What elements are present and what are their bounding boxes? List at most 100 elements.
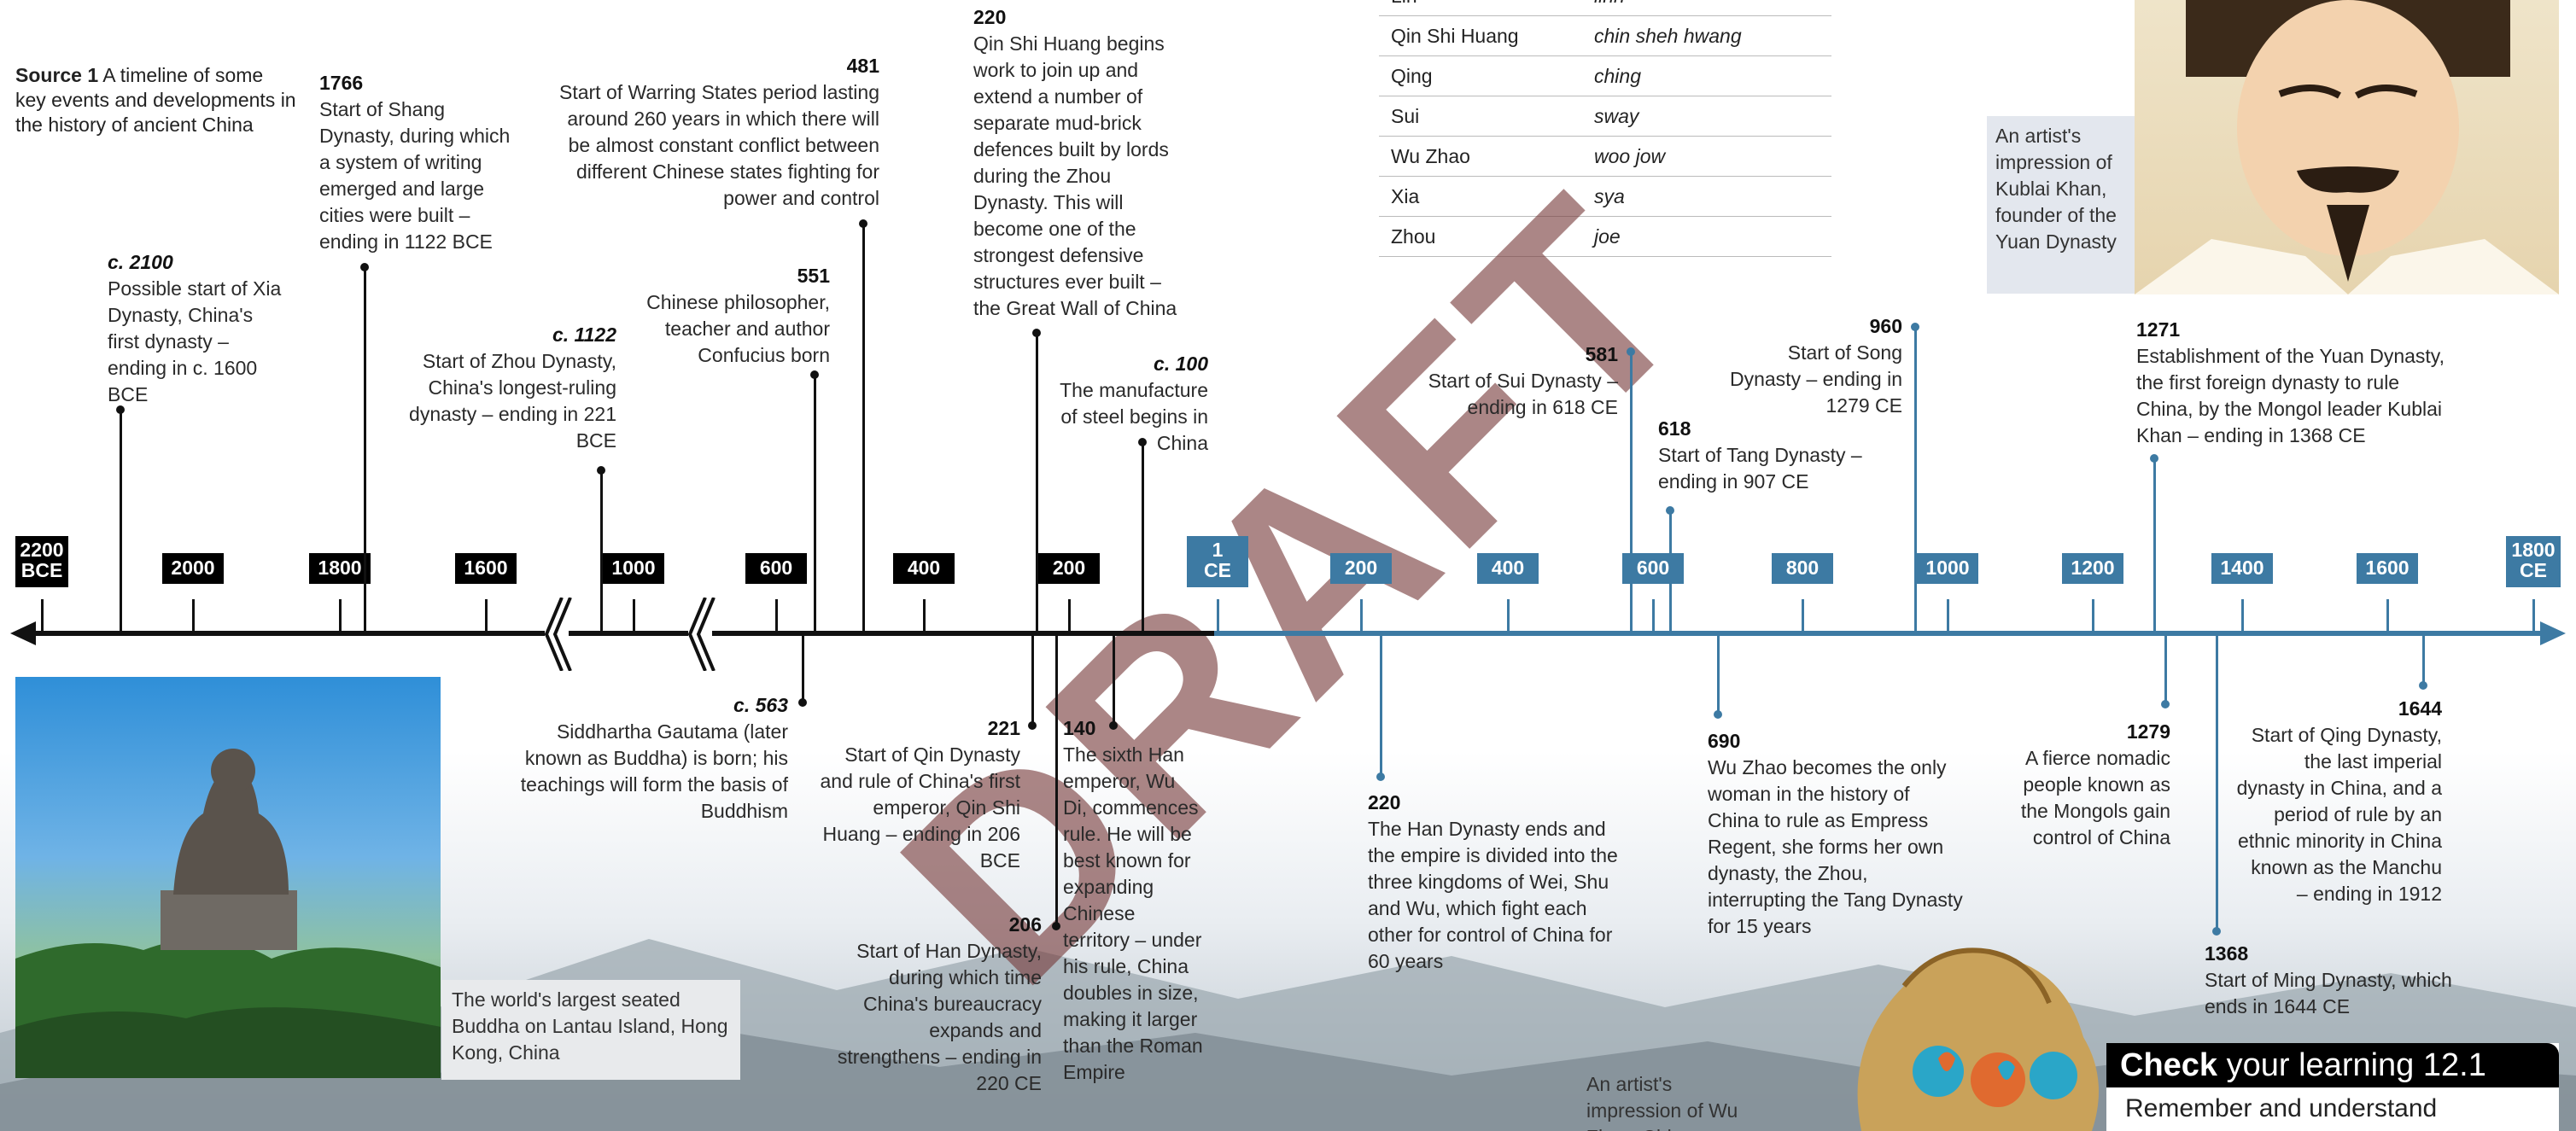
axis-tick	[1068, 599, 1071, 633]
wu-zhao-artwork	[1857, 947, 2099, 1131]
event-1766: 1766 Start of Shang Dynasty, during whic…	[319, 70, 523, 255]
event-text: Establishment of the Yuan Dynasty, the f…	[2136, 345, 2445, 446]
dot-1271	[2150, 454, 2158, 463]
event-690: 690 Wu Zhao becomes the only woman in th…	[1708, 728, 1964, 940]
check-rest: your learning 12.1	[2226, 1047, 2486, 1083]
event-year: c. 1122	[552, 324, 616, 346]
axis-tick	[2386, 599, 2389, 633]
axis-tick	[1947, 599, 1949, 633]
stem-618	[1669, 510, 1672, 633]
axis-year-label: 1600	[455, 553, 517, 584]
dot-220b	[1032, 329, 1041, 337]
check-bold: Check	[2120, 1047, 2218, 1083]
axis-year-label: 800	[1772, 553, 1833, 584]
dot-551	[810, 370, 819, 379]
event-220-ce: 220 The Han Dynasty ends and the empire …	[1368, 790, 1637, 975]
wu-zhao-caption: An artist's impression of Wu Zhao, Chine…	[1586, 1071, 1757, 1131]
axis-tick	[1802, 599, 1804, 633]
event-140: 140 The sixth Han emperor, Wu Di, commen…	[1063, 715, 1204, 1086]
axis-year-label: 200	[1038, 553, 1100, 584]
event-text: Wu Zhao becomes the only woman in the hi…	[1708, 756, 1963, 937]
source-text: A timeline of some key events and develo…	[15, 64, 296, 136]
pronunciation-guide: ching	[1582, 55, 1831, 96]
event-220-bce: 220 Qin Shi Huang begins work to join up…	[973, 4, 1183, 322]
event-year: c. 100	[1154, 353, 1208, 375]
stem-581	[1630, 352, 1633, 633]
event-year: c. 2100	[108, 251, 173, 273]
kublai-khan-portrait	[2135, 0, 2559, 294]
stem-206	[1055, 633, 1058, 925]
event-year: 220	[1368, 791, 1401, 813]
stem-140	[1113, 633, 1115, 726]
axis-tick	[1217, 599, 1219, 633]
axis-year-label: 1200	[2062, 553, 2123, 584]
stem-220c	[1380, 633, 1382, 777]
dot-618	[1666, 506, 1674, 515]
event-551: 551 Chinese philosopher, teacher and aut…	[615, 263, 830, 369]
stem-2100	[120, 410, 122, 633]
wu-caption-text: An artist's impression of Wu Zhao, Chine…	[1586, 1073, 1738, 1131]
check-subtitle: Remember and understand	[2125, 1094, 2438, 1122]
axis-year-label: 1600	[2357, 553, 2418, 584]
pronunciation-name: Zhou	[1379, 216, 1582, 257]
axis-tick	[633, 599, 635, 633]
event-text: The Han Dynasty ends and the empire is d…	[1368, 818, 1618, 972]
dot-220c	[1376, 772, 1385, 781]
stem-220b	[1036, 333, 1038, 633]
dot-581	[1627, 347, 1635, 356]
arrow-left-icon	[10, 621, 36, 645]
event-year: 1271	[2136, 318, 2181, 341]
pronunciation-name: Sui	[1379, 96, 1582, 137]
axis-year-label: 1800	[309, 553, 371, 584]
event-year: 690	[1708, 730, 1741, 752]
stem-1271	[2153, 458, 2156, 633]
event-221: 221 Start of Qin Dynasty and rule of Chi…	[820, 715, 1020, 874]
event-text: The manufacture of steel begins in China	[1060, 379, 1208, 454]
pronunciation-guide: joe	[1582, 216, 1831, 257]
axis-year-label: 400	[1477, 553, 1539, 584]
pronunciation-name: Qin Shi Huang	[1379, 15, 1582, 56]
pronunciation-name: Xia	[1379, 176, 1582, 217]
event-text: Start of Song Dynasty – ending in 1279 C…	[1729, 341, 1902, 417]
buddha-caption-box: The world's largest seated Buddha on Lan…	[441, 980, 740, 1080]
stem-100	[1142, 442, 1144, 633]
stem-690	[1717, 633, 1720, 714]
event-text: Start of Zhou Dynasty, China's longest-r…	[409, 350, 616, 452]
event-563: c. 563 Siddhartha Gautama (later known a…	[504, 692, 788, 825]
axis-year-label: 600	[1622, 553, 1684, 584]
pronunciation-name: Wu Zhao	[1379, 136, 1582, 177]
dot-1368	[2212, 927, 2221, 936]
check-learning-box: Check your learning 12.1 Remember and un…	[2106, 1043, 2559, 1131]
event-581: 581 Start of Sui Dynasty – ending in 618…	[1426, 341, 1618, 421]
event-960: 960 Start of Song Dynasty – ending in 12…	[1712, 313, 1902, 419]
event-text: A fierce nomadic people known as the Mon…	[2020, 747, 2170, 848]
axis-tick	[2092, 599, 2094, 633]
dot-1122	[597, 466, 605, 475]
pronunciation-guide: woo jow	[1582, 136, 1831, 177]
event-206: 206 Start of Han Dynasty, during which t…	[837, 912, 1042, 1097]
stem-1368	[2216, 633, 2218, 930]
event-text: Start of Han Dynasty, during which time …	[837, 940, 1042, 1094]
dot-140	[1109, 721, 1118, 730]
event-text: Start of Warring States period lasting a…	[559, 81, 879, 209]
event-year: 1279	[2126, 720, 2170, 743]
event-2100: c. 2100 Possible start of Xia Dynasty, C…	[108, 249, 287, 408]
event-text: Start of Shang Dynasty, during which a s…	[319, 98, 511, 253]
axis-tick	[339, 599, 342, 633]
pronunciation-name: Qing	[1379, 55, 1582, 96]
dot-1279	[2161, 700, 2170, 708]
event-year: 221	[987, 717, 1020, 739]
kublai-caption: An artist's impression of Kublai Khan, f…	[1995, 125, 2117, 253]
buddha-caption: The world's largest seated Buddha on Lan…	[452, 988, 728, 1064]
axis-tick	[1507, 599, 1510, 633]
pronunciation-guide: sway	[1582, 96, 1831, 137]
event-1368: 1368 Start of Ming Dynasty, which ends i…	[2205, 941, 2461, 1020]
event-year: 581	[1585, 343, 1618, 365]
